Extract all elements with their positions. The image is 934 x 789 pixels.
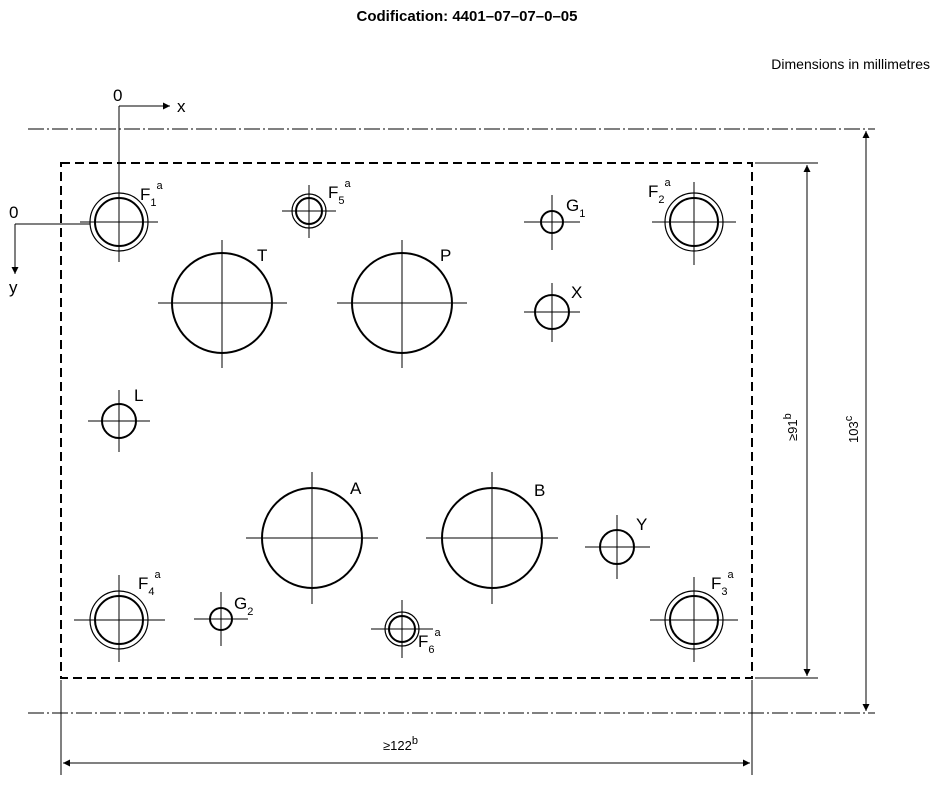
hole-f3: F3a (650, 569, 738, 662)
units-note: Dimensions in millimetres (771, 56, 930, 72)
port-a-label: A (350, 479, 362, 498)
dimension-height-inner: ≥91b (755, 162, 818, 679)
hole-f1-label: F1a (140, 180, 164, 209)
port-b: B (426, 472, 558, 604)
y-axis-label: y (9, 278, 18, 297)
y-axis: 0 y (9, 203, 90, 297)
hole-f6: F6a (371, 600, 442, 658)
dimension-width-label: ≥122b (383, 735, 418, 753)
port-l-label: L (134, 386, 143, 405)
hole-f3-label: F3a (711, 569, 735, 598)
port-p-label: P (440, 246, 451, 265)
hole-f2-label: F2a (648, 177, 672, 206)
port-x-label: X (571, 283, 582, 302)
hole-f1: F1a (80, 180, 164, 262)
dimension-height-inner-label: ≥91b (782, 413, 800, 441)
hole-f6-label: F6a (418, 627, 442, 656)
x-axis-label: x (177, 97, 186, 116)
port-x: X (524, 283, 582, 342)
x-origin-label: 0 (113, 86, 122, 105)
drawing-title: Codification: 4401–07–07–0–05 (356, 8, 578, 25)
port-t-label: T (257, 246, 267, 265)
hole-g1: G1 (524, 195, 585, 250)
port-y-label: Y (636, 515, 647, 534)
port-p: P (337, 240, 467, 368)
hole-g2-label: G2 (234, 594, 253, 618)
port-b-label: B (534, 481, 545, 500)
hole-f4-label: F4a (138, 569, 162, 598)
hole-g1-label: G1 (566, 196, 585, 220)
hole-f5: F5a (282, 178, 352, 238)
port-t: T (158, 240, 287, 368)
x-axis: 0 x (113, 86, 186, 190)
port-l: L (88, 386, 150, 452)
y-origin-label: 0 (9, 203, 18, 222)
port-y: Y (585, 515, 650, 579)
hole-f2: F2a (648, 177, 736, 265)
hole-f4: F4a (74, 569, 165, 662)
hole-g2: G2 (194, 592, 253, 646)
dimension-height-outer-label: 103c (843, 415, 861, 443)
plate-outline (60, 162, 753, 679)
port-a: A (246, 472, 378, 604)
dimension-width: ≥122b (60, 680, 753, 775)
hole-f5-label: F5a (328, 178, 352, 207)
dimension-height-outer: 103c (843, 131, 870, 711)
